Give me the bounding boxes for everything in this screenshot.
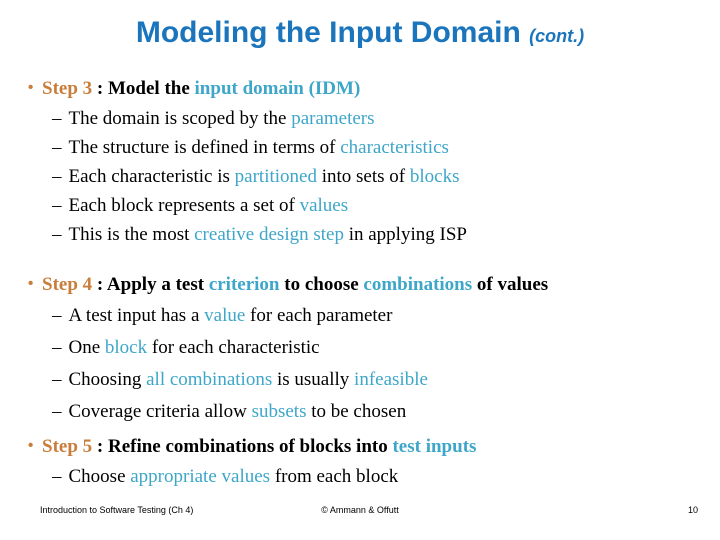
- slide-title-text: Modeling the Input Domain: [135, 16, 521, 49]
- slide-title-suffix: (cont.): [529, 26, 585, 46]
- step-group: • Step 5 : Refine combinations of blocks …: [28, 432, 706, 492]
- bullet-icon: •: [28, 275, 34, 292]
- keyword-text: criterion: [208, 274, 280, 295]
- dash-icon: –: [52, 137, 62, 158]
- dash-icon: –: [52, 224, 62, 245]
- keyword-text: blocks: [409, 166, 460, 187]
- dash-icon: –: [52, 166, 62, 187]
- sub-bullet-line: –Each block represents a set of values: [28, 191, 706, 220]
- sub-bullet-line: –Coverage criteria allow subsets to be c…: [28, 396, 706, 428]
- keyword-text: all combinations: [146, 369, 273, 390]
- body-text: from each block: [270, 466, 399, 487]
- step-label: Step 4: [42, 274, 93, 295]
- keyword-text: block: [104, 337, 148, 358]
- sub-bullet-line: –A test input has a value for each param…: [28, 300, 706, 332]
- footer-course-label: Introduction to Software Testing (Ch 4): [40, 505, 194, 515]
- dash-icon: –: [52, 305, 62, 326]
- step-heading: • Step 5 : Refine combinations of blocks …: [28, 432, 706, 462]
- footer-copyright: © Ammann & Offutt: [321, 505, 399, 515]
- keyword-text: subsets: [251, 401, 307, 422]
- keyword-text: appropriate values: [130, 466, 271, 487]
- step-heading: • Step 3 : Model the input domain (IDM): [28, 74, 706, 104]
- keyword-text: test inputs: [392, 436, 477, 457]
- step-group: • Step 4 : Apply a test criterion to choo…: [28, 270, 706, 428]
- step-heading: • Step 4 : Apply a test criterion to choo…: [28, 270, 706, 300]
- body-text: : Refine combinations of blocks into: [92, 436, 393, 457]
- body-text: A test input has a: [68, 305, 205, 326]
- body-text: The structure is defined in terms of: [68, 137, 341, 158]
- dash-icon: –: [52, 466, 62, 487]
- sub-bullet-line: –Choosing all combinations is usually in…: [28, 364, 706, 396]
- body-text: is usually: [272, 369, 355, 390]
- body-text: The domain is scoped by the: [68, 108, 292, 129]
- body-text: for each parameter: [245, 305, 393, 326]
- body-text: of values: [472, 274, 549, 295]
- body-text: One: [68, 337, 105, 358]
- body-text: Each block represents a set of: [68, 195, 300, 216]
- bullet-icon: •: [28, 437, 34, 454]
- step-label: Step 5: [42, 436, 93, 457]
- body-text: in applying ISP: [343, 224, 467, 245]
- body-text: Choosing: [68, 369, 147, 390]
- slide-title: Modeling the Input Domain (cont.): [0, 16, 720, 53]
- body-text: This is the most: [68, 224, 195, 245]
- sub-bullet-line: –This is the most creative design step i…: [28, 220, 706, 249]
- sub-bullet-line: –The structure is defined in terms of ch…: [28, 133, 706, 162]
- keyword-text: infeasible: [354, 369, 428, 390]
- footer-page-number: 10: [687, 505, 698, 515]
- dash-icon: –: [52, 108, 62, 129]
- body-text: for each characteristic: [147, 337, 320, 358]
- sub-bullet-line: –The domain is scoped by the parameters: [28, 104, 706, 133]
- body-text: Each characteristic is: [68, 166, 235, 187]
- keyword-text: input domain (IDM): [194, 78, 361, 99]
- body-text: Choose: [68, 466, 131, 487]
- keyword-text: combinations: [363, 274, 473, 295]
- keyword-text: value: [204, 305, 246, 326]
- dash-icon: –: [52, 337, 62, 358]
- keyword-text: parameters: [291, 108, 375, 129]
- body-text: : Model the: [92, 78, 195, 99]
- keyword-text: characteristics: [340, 137, 449, 158]
- body-text: to choose: [279, 274, 364, 295]
- body-text: Coverage criteria allow: [68, 401, 252, 422]
- keyword-text: creative design step: [194, 224, 344, 245]
- dash-icon: –: [52, 401, 62, 422]
- sub-bullet-line: –Each characteristic is partitioned into…: [28, 162, 706, 191]
- dash-icon: –: [52, 195, 62, 216]
- step-group: •Step 3 : Model the input domain (IDM)–T…: [28, 74, 706, 249]
- sub-bullet-line: –One block for each characteristic: [28, 332, 706, 364]
- body-text: to be chosen: [306, 401, 407, 422]
- sub-bullet-line: –Choose appropriate values from each blo…: [28, 462, 706, 492]
- bullet-icon: •: [28, 79, 34, 96]
- body-text: into sets of: [316, 166, 410, 187]
- step-label: Step 3: [42, 78, 93, 99]
- dash-icon: –: [52, 369, 62, 390]
- keyword-text: partitioned: [234, 166, 317, 187]
- keyword-text: values: [299, 195, 349, 216]
- body-text: : Apply a test: [92, 274, 209, 295]
